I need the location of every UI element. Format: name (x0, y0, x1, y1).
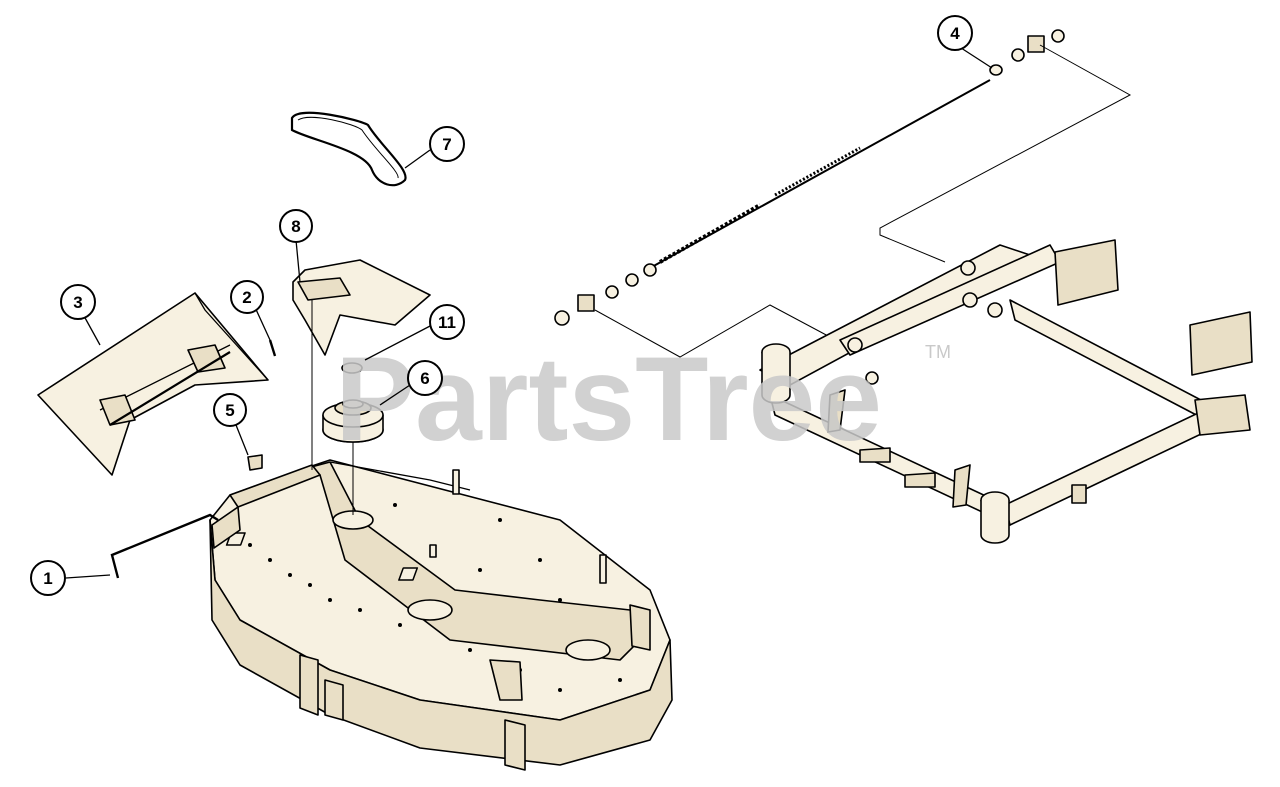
part-7-belt (290, 111, 407, 187)
frame-assembly (759, 239, 1253, 544)
callout-2-label: 2 (242, 288, 251, 307)
callout-6[interactable]: 6 (407, 360, 443, 396)
part-3-discharge-chute (37, 292, 269, 476)
part-6-pulley (322, 399, 384, 515)
watermark-text: PartsTree (335, 332, 882, 466)
callout-leaders (65, 45, 993, 579)
part-8-belt-cover (292, 259, 431, 470)
callout-4-label: 4 (950, 24, 960, 43)
callout-3[interactable]: 3 (60, 284, 96, 320)
tension-rod-assembly (554, 29, 1132, 358)
callout-11-label: 11 (438, 313, 456, 332)
mower-deck (209, 459, 673, 771)
callout-5-label: 5 (225, 401, 234, 420)
callout-5[interactable]: 5 (213, 393, 247, 427)
callout-7-label: 7 (442, 135, 451, 154)
part-11-cap (341, 362, 363, 374)
part-5-latch (247, 454, 263, 471)
callout-3-label: 3 (73, 293, 82, 312)
callout-4[interactable]: 4 (937, 15, 973, 51)
callout-1[interactable]: 1 (30, 560, 66, 596)
callout-1-label: 1 (43, 569, 52, 588)
callout-2[interactable]: 2 (230, 280, 264, 314)
callout-7[interactable]: 7 (429, 126, 465, 162)
watermark-trademark: TM (925, 342, 951, 362)
part-1-rod (110, 513, 219, 579)
callout-8[interactable]: 8 (279, 209, 313, 243)
watermark: PartsTree TM (335, 332, 951, 466)
part-2-pin (268, 339, 277, 357)
callout-6-label: 6 (420, 369, 429, 388)
callout-11[interactable]: 11 (429, 304, 465, 340)
callout-8-label: 8 (291, 217, 300, 236)
